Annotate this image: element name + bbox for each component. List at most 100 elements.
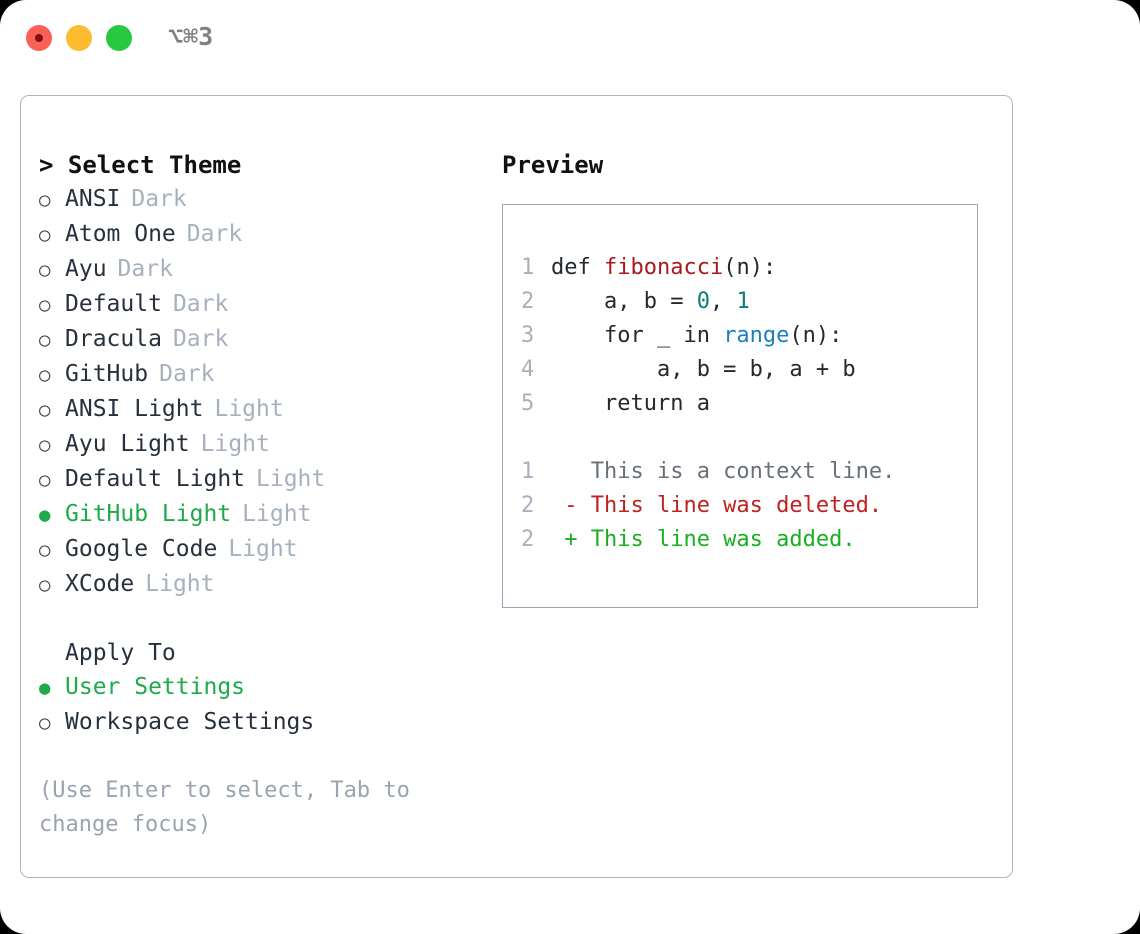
theme-variant-label: Dark [159, 361, 215, 387]
theme-variant-label: Dark [186, 221, 243, 247]
code-line: 2 a, b = 0, 1 [521, 285, 977, 319]
theme-name-label: ANSI [65, 186, 121, 212]
theme-name-label: GitHub Light [65, 501, 232, 527]
keyboard-hint-text: (Use Enter to select, Tab to change focu… [39, 778, 410, 837]
code-line-number: 5 [521, 391, 535, 416]
diff-line: 2 - This line was deleted. [521, 489, 977, 523]
theme-name-label: GitHub [65, 361, 149, 387]
theme-list-item[interactable]: ○ Default Light Light [39, 462, 479, 497]
theme-name-label: Dracula [65, 326, 162, 352]
theme-variant-label: Light [145, 571, 215, 597]
theme-variant-label: Light [200, 431, 270, 457]
close-button[interactable] [26, 25, 52, 51]
theme-name-label: Atom One [65, 221, 176, 247]
apply-to-label: Workspace Settings [65, 709, 315, 735]
theme-list-item[interactable]: ○ Google Code Light [39, 532, 479, 567]
theme-name-label: Ayu Light [65, 431, 190, 457]
radio-selected-icon[interactable]: ● [39, 504, 51, 526]
radio-unselected-icon[interactable]: ○ [39, 712, 51, 734]
radio-unselected-icon[interactable]: ○ [39, 434, 51, 456]
radio-unselected-icon[interactable]: ○ [39, 189, 51, 211]
theme-list-item[interactable]: ○ XCode Light [39, 567, 479, 602]
code-line-content: a, b = b, a + b [551, 353, 856, 387]
code-line-content: a, b = 0, 1 [551, 285, 750, 319]
list-spacer [39, 602, 479, 636]
maximize-button[interactable] [106, 25, 132, 51]
theme-variant-label: Light [228, 536, 298, 562]
code-token-num: 0 [696, 289, 710, 314]
theme-list-item[interactable]: ○ Ayu Dark [39, 252, 479, 287]
apply-to-heading: Apply To [65, 640, 176, 666]
diff-line-content: - This line was deleted. [551, 493, 883, 518]
code-line: 4 a, b = b, a + b [521, 353, 977, 387]
diff-line-content: This is a context line. [551, 459, 896, 484]
theme-name-label: XCode [65, 571, 135, 597]
diff-line: 1 This is a context line. [521, 455, 977, 489]
window-controls [26, 25, 132, 51]
theme-name-label: Default Light [65, 466, 246, 492]
theme-list-item[interactable]: ○ Atom One Dark [39, 217, 479, 252]
select-theme-heading: > Select Theme [39, 151, 242, 179]
code-token-call: range [723, 323, 790, 348]
theme-variant-label: Dark [172, 291, 229, 317]
radio-unselected-icon[interactable]: ○ [39, 259, 51, 281]
title-bar: ⌥⌘3 [0, 0, 1140, 78]
theme-name-label: Ayu [65, 256, 107, 282]
code-token-num: 1 [736, 289, 750, 314]
code-line-content: return a [551, 387, 710, 421]
radio-unselected-icon[interactable]: ○ [39, 539, 51, 561]
code-token-plain: a, b = b, a + b [551, 357, 856, 382]
code-line-content: for _ in range(n): [551, 319, 842, 353]
radio-unselected-icon[interactable]: ○ [39, 329, 51, 351]
radio-unselected-icon[interactable]: ○ [39, 399, 51, 421]
code-token-plain: a, b = [551, 289, 697, 314]
radio-unselected-icon[interactable]: ○ [39, 469, 51, 491]
code-line-number: 2 [521, 289, 535, 314]
radio-unselected-icon[interactable]: ○ [39, 224, 51, 246]
radio-unselected-icon[interactable]: ○ [39, 364, 51, 386]
theme-list-item[interactable]: ○ ANSI Light Light [39, 392, 479, 427]
code-line: 1 def fibonacci(n): [521, 251, 977, 285]
minimize-button[interactable] [66, 25, 92, 51]
code-token-plain: def [551, 255, 604, 280]
radio-selected-icon[interactable]: ● [39, 677, 51, 699]
code-token-plain: (n): [789, 323, 843, 348]
theme-list-item[interactable]: ○ Dracula Dark [39, 322, 479, 357]
apply-to-option[interactable]: ○ Workspace Settings [39, 705, 479, 740]
theme-name-label: Google Code [65, 536, 218, 562]
diff-line-content: + This line was added. [551, 527, 856, 552]
code-token-plain: (n): [723, 255, 777, 280]
theme-variant-label: Dark [117, 256, 173, 282]
theme-variant-label: Light [256, 466, 326, 492]
theme-variant-label: Light [214, 396, 284, 422]
theme-list-item[interactable]: ○ Ayu Light Light [39, 427, 479, 462]
code-line-content: def fibonacci(n): [551, 251, 776, 285]
code-token-fn: fibonacci [603, 255, 724, 280]
code-line-number: 1 [521, 255, 535, 280]
diff-line-number: 2 [521, 527, 535, 552]
theme-variant-label: Dark [172, 326, 229, 352]
diff-sample: 1 This is a context line.2 - This line w… [521, 455, 977, 557]
apply-to-option[interactable]: ● User Settings [39, 670, 479, 705]
keyboard-shortcut-label: ⌥⌘3 [168, 22, 214, 51]
theme-list-item[interactable]: ○ GitHub Dark [39, 357, 479, 392]
radio-unselected-icon[interactable]: ○ [39, 574, 51, 596]
code-line: 5 return a [521, 387, 977, 421]
apply-to-options: ● User Settings ○ Workspace Settings [39, 670, 479, 740]
code-token-plain: for _ in [551, 323, 724, 348]
theme-name-label: ANSI Light [65, 396, 204, 422]
preview-heading: Preview [502, 151, 604, 179]
code-line-number: 3 [521, 323, 535, 348]
apply-to-label: User Settings [65, 674, 246, 700]
code-line-number: 4 [521, 357, 535, 382]
radio-unselected-icon[interactable]: ○ [39, 294, 51, 316]
